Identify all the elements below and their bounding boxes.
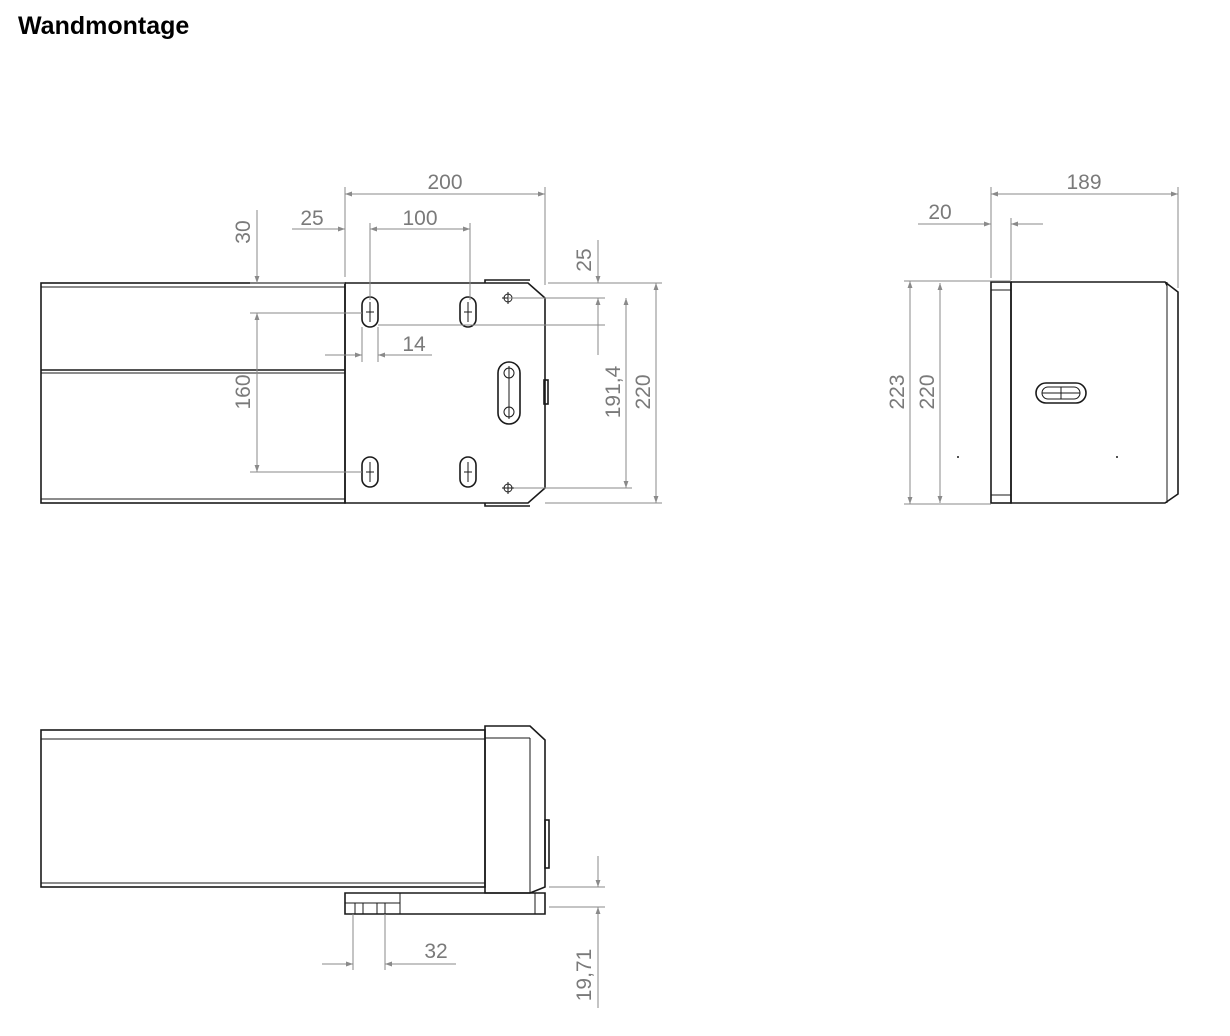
front-view: 200 25 100 30 160 14 25 191,4 bbox=[40, 171, 662, 507]
slot-hole bbox=[459, 456, 477, 488]
dim-100: 100 bbox=[402, 207, 437, 230]
dim-189: 189 bbox=[1066, 171, 1101, 194]
dim-20: 20 bbox=[928, 201, 951, 224]
dim-220-side: 220 bbox=[916, 374, 939, 409]
dim-25-right: 25 bbox=[573, 248, 596, 271]
handle-icon bbox=[1035, 382, 1087, 404]
bottom-housing bbox=[40, 729, 486, 888]
dim-25-left: 25 bbox=[300, 207, 323, 230]
bottom-bracket bbox=[344, 892, 546, 915]
side-wall-plate bbox=[990, 281, 1012, 504]
long-slot bbox=[497, 361, 521, 425]
dim-14: 14 bbox=[402, 333, 426, 356]
slot-hole bbox=[459, 296, 477, 328]
dim-223: 223 bbox=[886, 374, 909, 409]
screw-hole bbox=[502, 482, 514, 494]
bottom-end-cap bbox=[484, 725, 546, 894]
dim-191-4: 191,4 bbox=[602, 365, 625, 418]
bottom-view: 32 19,71 bbox=[40, 725, 605, 1008]
page-title: Wandmontage bbox=[18, 12, 190, 40]
dim-160: 160 bbox=[232, 374, 255, 409]
dim-200: 200 bbox=[427, 171, 462, 194]
bottom-side-knob bbox=[544, 819, 550, 869]
side-view: 189 20 223 220 bbox=[886, 171, 1179, 505]
dim-32: 32 bbox=[424, 940, 447, 963]
slot-hole bbox=[361, 296, 379, 328]
dim-19-71: 19,71 bbox=[573, 949, 596, 1002]
slot-hole bbox=[361, 456, 379, 488]
dim-220-front: 220 bbox=[632, 374, 655, 409]
front-side-knob bbox=[543, 379, 549, 405]
front-housing bbox=[40, 282, 346, 504]
dim-30: 30 bbox=[232, 220, 255, 243]
front-mounting-plate bbox=[344, 282, 546, 504]
